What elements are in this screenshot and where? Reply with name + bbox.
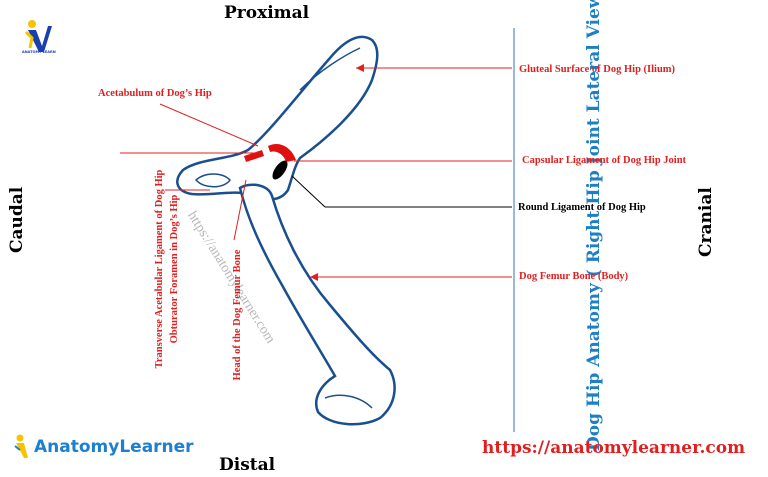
brand-logo: AnatomyLearner [14,434,194,460]
pelvis-inner-line [299,47,361,91]
distal-label: Distal [219,455,276,475]
gluteal-surface-label: Gluteal Surface of Dog Hip (Ilium) [519,64,676,75]
pelvis-outline [176,35,379,201]
capsular-ligament-mark [268,143,296,162]
acetabulum-pointer [159,103,259,147]
femur-body-label: Dog Femur Bone (Body) [519,271,629,282]
acetabulum-label: Acetabulum of Dog’s Hip [98,88,212,99]
brand-name: AnatomyLearner [34,437,194,457]
proximal-label: Proximal [224,3,310,23]
femur-outline [238,183,396,426]
femur-condyle-line [324,394,373,409]
website-url[interactable]: https://anatomylearner.com [482,438,746,458]
obturator-opening [194,173,231,188]
round-ligament-mark [272,160,288,180]
corner-logo-text: ANATOMY LEARNER [22,50,56,54]
brand-figure-icon [14,434,28,458]
obturator-foramen-label: Obturator Foramen in Dog’s Hip [169,194,180,344]
femur-head-pointer [233,179,247,241]
logo-figure-icon [24,20,52,52]
corner-logo: ANATOMY LEARNER [22,18,56,58]
round-ligament-label: Round Ligament of Dog Hip [518,202,646,213]
capsular-ligament-label: Capsular Ligament of Dog Hip Joint [522,155,687,166]
femur-head-wrapper: Head of the Dog Femur Bone [168,250,308,381]
femur-head-label: Head of the Dog Femur Bone [232,249,243,381]
